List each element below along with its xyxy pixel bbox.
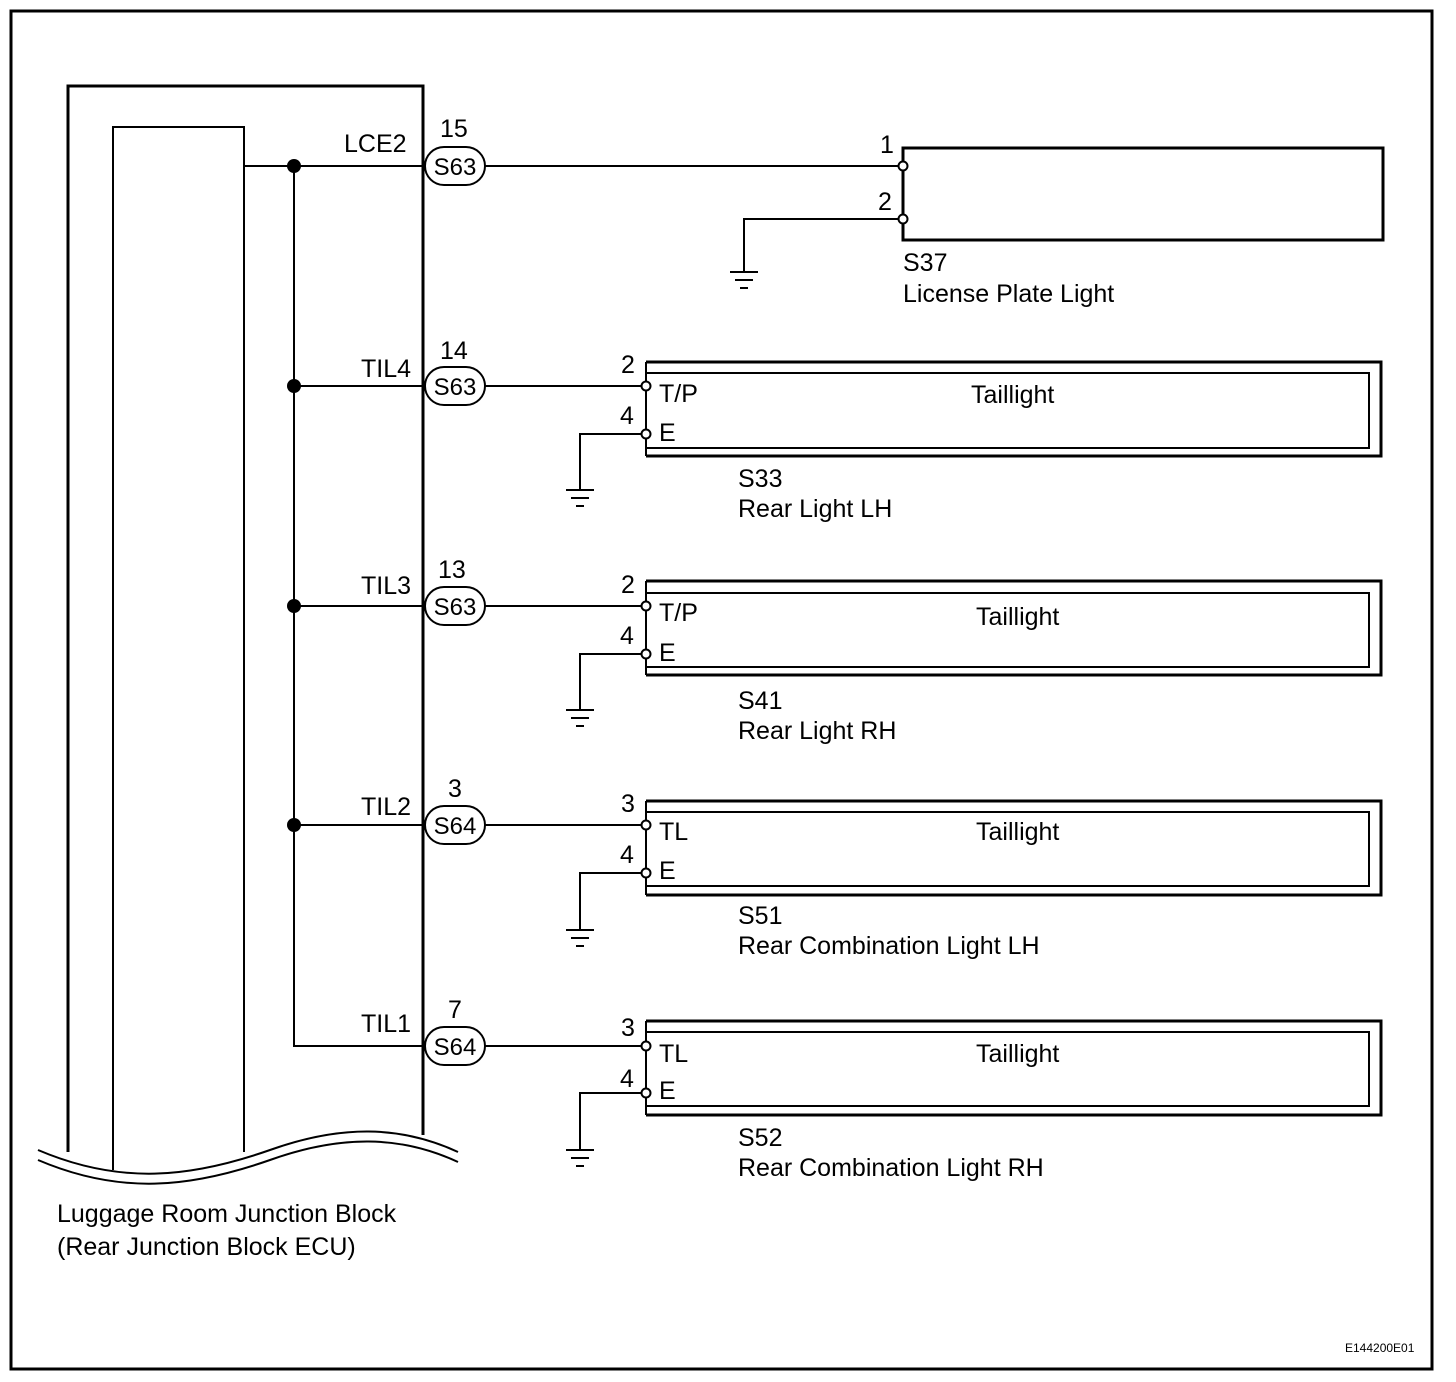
component-code: S37 (903, 249, 947, 277)
gnd-pin-number: 4 (620, 622, 634, 650)
gnd-pin-number: 4 (620, 841, 634, 869)
terminal-in (640, 819, 652, 831)
pin-number: 3 (448, 775, 462, 803)
pin-number: 7 (448, 996, 462, 1024)
component-code: S33 (738, 465, 782, 493)
circuit-rear-light-lh: TIL4 14 S63 2 4 T/P E Taillight S33 Rear… (287, 337, 1383, 523)
inner-label: Taillight (976, 818, 1059, 846)
signal-label: TIL1 (361, 1010, 411, 1038)
component-inner-outline (646, 811, 1370, 887)
in-terminal-label: TL (659, 818, 688, 846)
in-pin-number: 3 (621, 1014, 635, 1042)
gnd-terminal-label: E (659, 419, 676, 447)
break-wave-1 (37, 1130, 459, 1175)
connector-label: S64 (434, 813, 477, 840)
component-code: S51 (738, 902, 782, 930)
gnd-pin-number: 4 (620, 402, 634, 430)
circuit-rear-light-rh: TIL3 13 S63 2 4 T/P E Taillight S41 Rear… (287, 556, 1383, 745)
terminal-gnd (640, 648, 652, 660)
connector-label: S63 (434, 594, 477, 621)
ground-icon (566, 489, 594, 507)
component-code: S52 (738, 1124, 782, 1152)
circuit-license-plate: LCE2 15 S63 1 2 S37 License Plate Light (287, 115, 1385, 308)
component-inner-outline (646, 592, 1370, 668)
signal-label: TIL2 (361, 793, 411, 821)
component-inner-outline (646, 1031, 1370, 1107)
diagram-frame (9, 9, 1434, 1371)
ground-icon (730, 271, 758, 289)
in-terminal-label: T/P (659, 599, 698, 627)
ground-wire (579, 653, 641, 710)
component-name: Rear Combination Light LH (738, 932, 1040, 960)
connector-label: S63 (434, 374, 477, 401)
junction-block-label-line1: Luggage Room Junction Block (57, 1200, 397, 1228)
gnd-pin-number: 4 (620, 1065, 634, 1093)
gnd-terminal-label: E (659, 857, 676, 885)
component-box (901, 146, 1385, 242)
inner-label: Taillight (976, 1040, 1059, 1068)
in-terminal-label: TL (659, 1040, 688, 1068)
terminal-in (897, 160, 909, 172)
pin-number: 13 (438, 556, 466, 584)
in-pin-number: 2 (621, 571, 635, 599)
ground-wire (743, 218, 898, 272)
gnd-terminal-label: E (659, 639, 676, 667)
ground-wire (579, 1092, 641, 1150)
inner-label: Taillight (971, 381, 1054, 409)
circuit-rear-combination-light-lh: TIL2 3 S64 3 4 TL E Taillight S51 Rear C… (287, 775, 1383, 960)
gnd-pin-number: 2 (878, 188, 892, 216)
terminal-in (640, 380, 652, 392)
terminal-in (640, 600, 652, 612)
component-name: Rear Combination Light RH (738, 1154, 1044, 1182)
circuit-rear-combination-light-rh: TIL1 7 S64 3 4 TL E Taillight S52 Rear C… (361, 996, 1383, 1182)
terminal-gnd (640, 1087, 652, 1099)
signal-label: LCE2 (344, 130, 407, 158)
signal-label: TIL4 (361, 355, 411, 383)
inner-label: Taillight (976, 603, 1059, 631)
component-name: Rear Light RH (738, 717, 896, 745)
component-name: Rear Light LH (738, 495, 892, 523)
ground-wire (579, 872, 641, 930)
junction-block-ecu-outline (112, 126, 245, 1170)
ground-icon (566, 929, 594, 947)
pin-number: 15 (440, 115, 468, 143)
pin-number: 14 (440, 337, 468, 365)
break-wave-2 (37, 1140, 459, 1185)
gnd-terminal-label: E (659, 1077, 676, 1105)
ground-icon (566, 709, 594, 727)
signal-label: TIL3 (361, 572, 411, 600)
terminal-gnd (897, 213, 909, 225)
junction-block-outline (66, 84, 425, 1152)
ground-icon (566, 1149, 594, 1167)
in-pin-number: 2 (621, 351, 635, 379)
component-outline (646, 579, 1383, 677)
component-code: S41 (738, 687, 782, 715)
junction-block-label-line2: (Rear Junction Block ECU) (57, 1233, 356, 1261)
component-inner-outline (646, 372, 1370, 449)
component-outline (646, 1019, 1383, 1117)
in-terminal-label: T/P (659, 380, 698, 408)
ground-wire (579, 433, 641, 490)
terminal-gnd (640, 428, 652, 440)
in-pin-number: 3 (621, 790, 635, 818)
in-pin-number: 1 (880, 131, 894, 159)
component-outline (646, 799, 1383, 897)
junction-block: Luggage Room Junction Block (Rear Juncti… (37, 84, 459, 1261)
connector-label: S63 (434, 154, 477, 181)
connector-label: S64 (434, 1034, 477, 1061)
component-outline (646, 360, 1383, 458)
figure-code: E144200E01 (1345, 1341, 1415, 1355)
terminal-gnd (640, 867, 652, 879)
terminal-in (640, 1040, 652, 1052)
component-name: License Plate Light (903, 280, 1114, 308)
